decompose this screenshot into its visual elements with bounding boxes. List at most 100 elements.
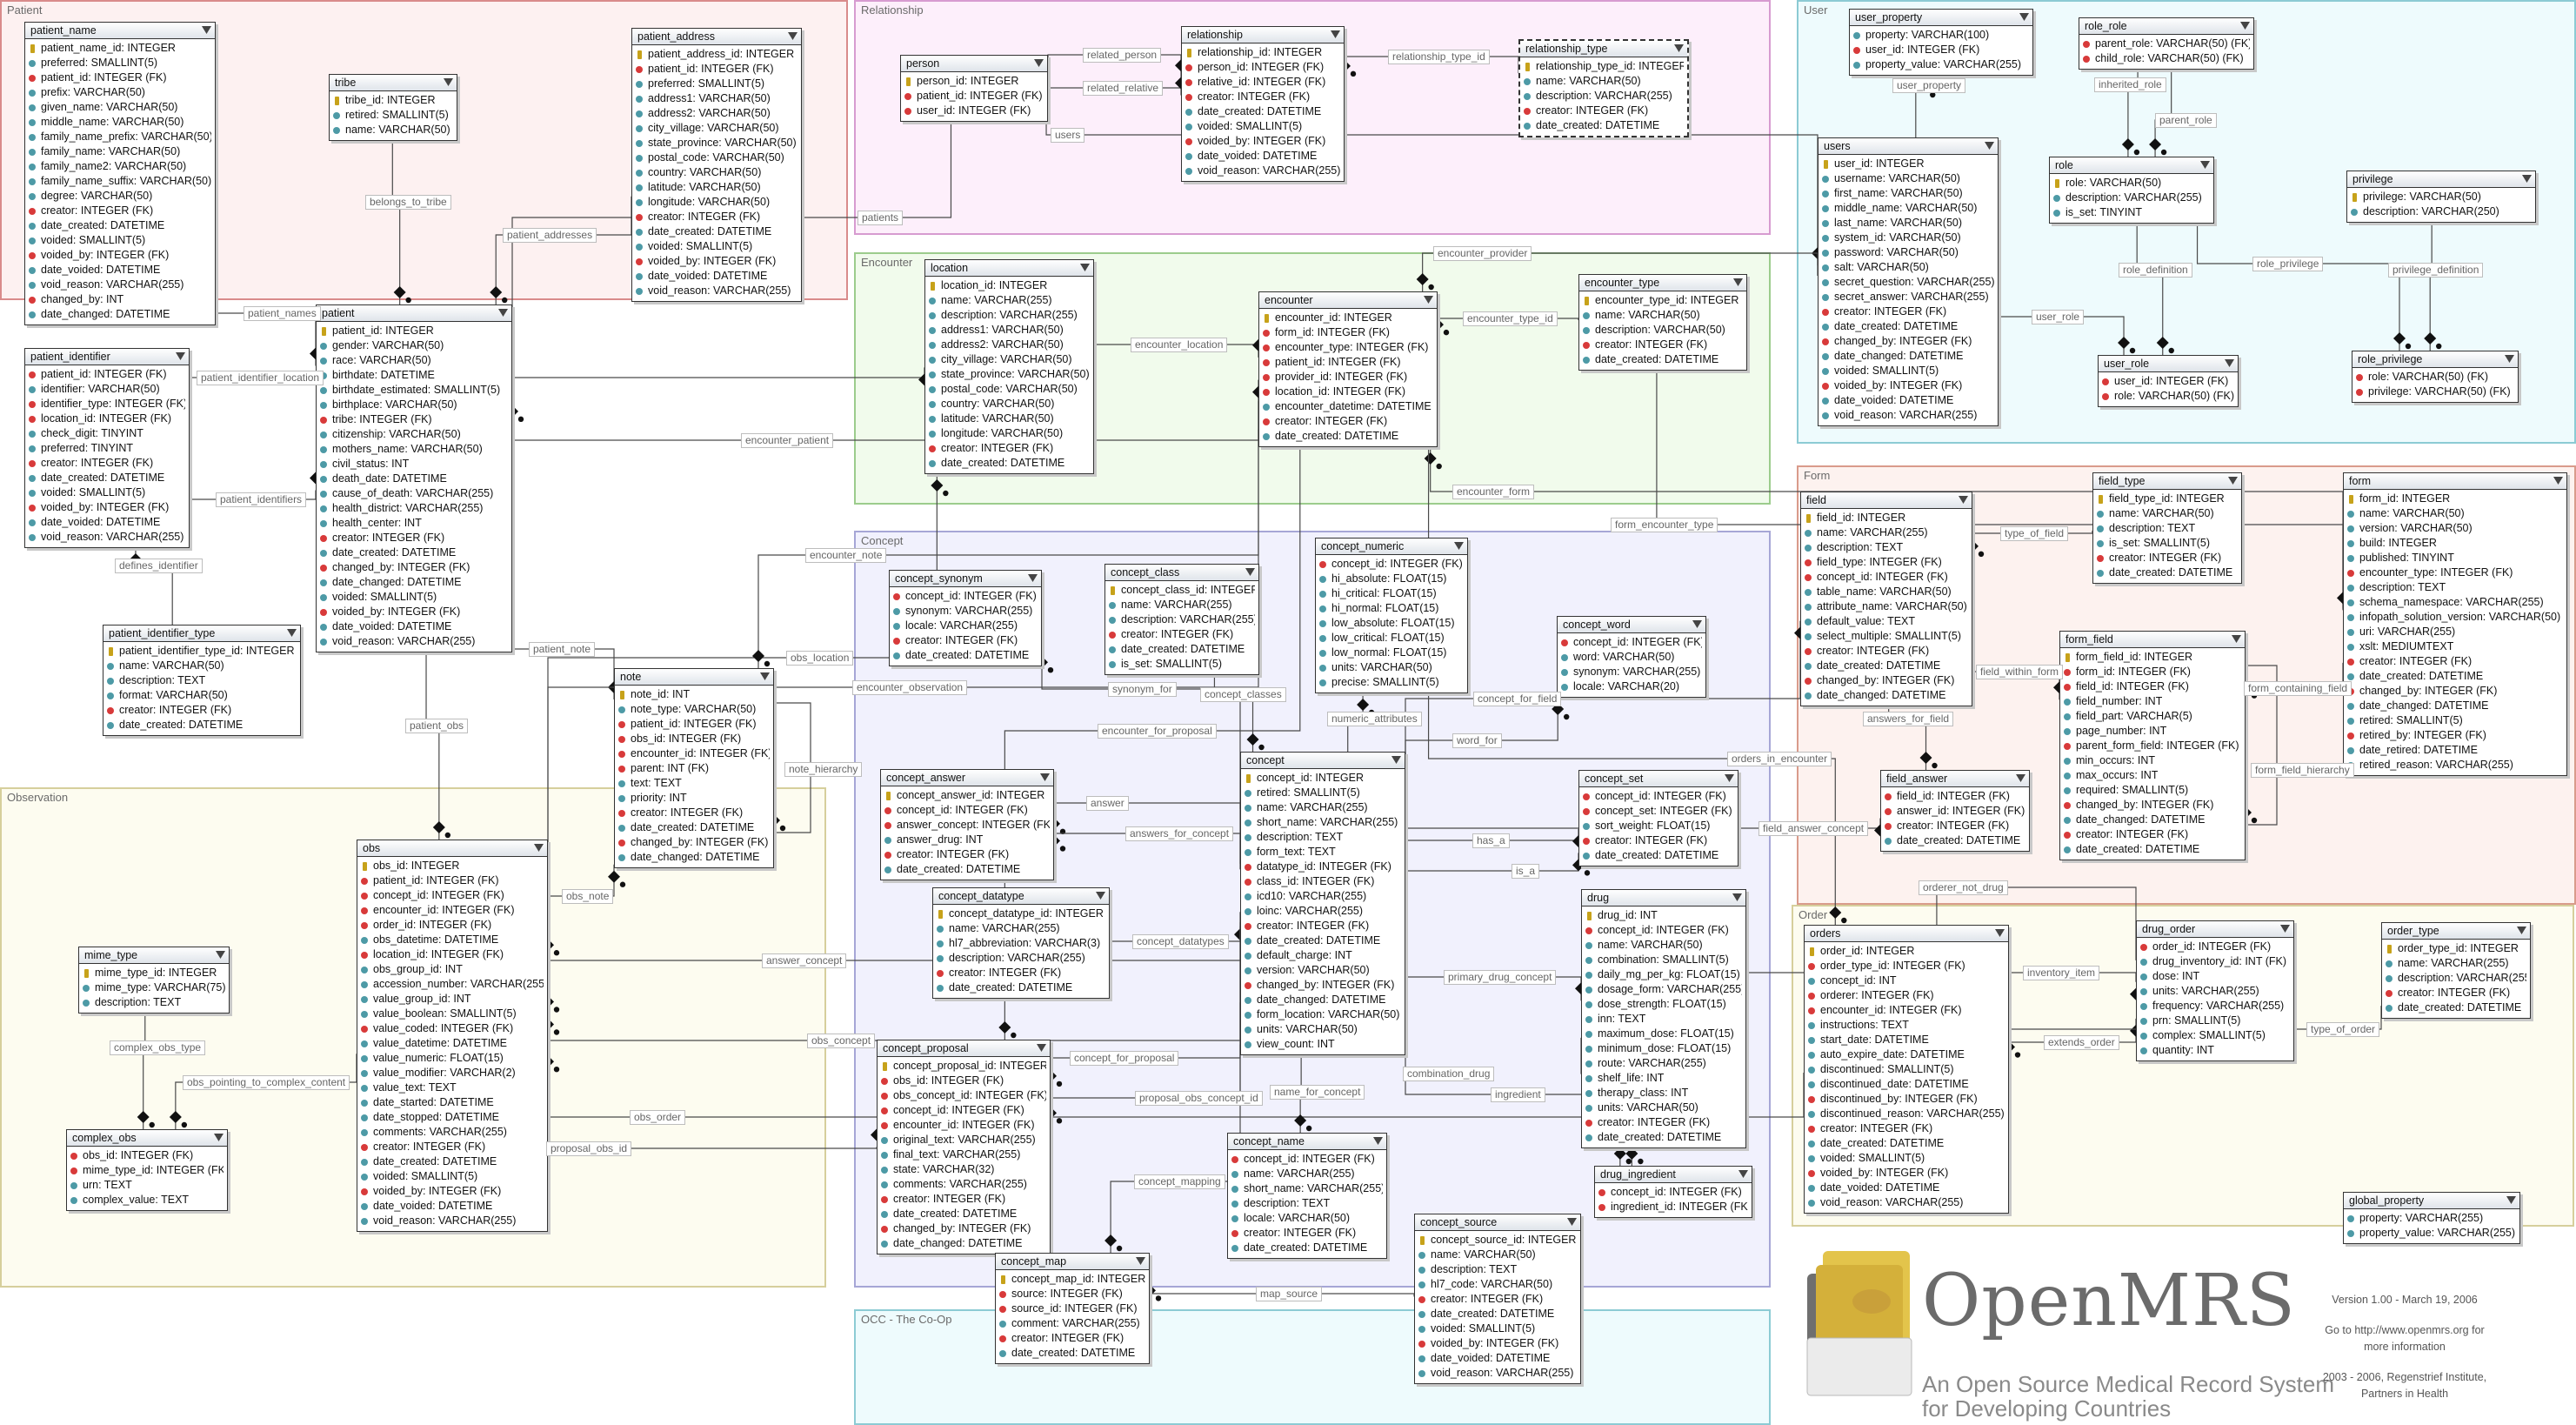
dropdown-arrow-icon[interactable] — [1391, 756, 1401, 764]
dropdown-arrow-icon[interactable] — [2280, 925, 2290, 933]
dropdown-arrow-icon[interactable] — [287, 629, 297, 637]
dropdown-arrow-icon[interactable] — [2200, 161, 2210, 169]
dropdown-arrow-icon[interactable] — [214, 1134, 224, 1141]
dropdown-arrow-icon[interactable] — [1674, 44, 1684, 52]
dropdown-arrow-icon[interactable] — [2225, 359, 2234, 367]
dropdown-arrow-icon[interactable] — [534, 844, 544, 852]
dropdown-arrow-icon[interactable] — [444, 78, 453, 86]
dropdown-arrow-icon[interactable] — [2228, 477, 2238, 485]
field-text: creator: INTEGER (FK) — [41, 204, 154, 217]
dropdown-arrow-icon[interactable] — [1725, 774, 1734, 782]
dropdown-arrow-icon[interactable] — [2522, 175, 2532, 183]
dropdown-arrow-icon[interactable] — [788, 32, 797, 40]
field-text: obs_datetime: DATETIME — [373, 933, 499, 946]
field-text: creator: INTEGER (FK) — [905, 634, 1018, 646]
dropdown-arrow-icon[interactable] — [1034, 59, 1044, 67]
dropdown-arrow-icon[interactable] — [1040, 773, 1050, 781]
dropdown-arrow-icon[interactable] — [1454, 542, 1464, 550]
dropdown-arrow-icon[interactable] — [1037, 1044, 1046, 1052]
dropdown-arrow-icon[interactable] — [2232, 635, 2241, 643]
dropdown-arrow-icon[interactable] — [176, 352, 185, 360]
dropdown-arrow-icon[interactable] — [1373, 1137, 1383, 1145]
field-text: text: TEXT — [631, 777, 682, 789]
dropdown-arrow-icon[interactable] — [2517, 927, 2526, 934]
dropdown-arrow-icon[interactable] — [1959, 496, 1968, 504]
dropdown-arrow-icon[interactable] — [1028, 574, 1038, 582]
dropdown-arrow-icon[interactable] — [2506, 1196, 2516, 1204]
dropdown-arrow-icon[interactable] — [202, 26, 211, 34]
dropdown-arrow-icon[interactable] — [1733, 278, 1743, 286]
dropdown-arrow-icon[interactable] — [1692, 620, 1702, 628]
dropdown-arrow-icon[interactable] — [1424, 296, 1433, 304]
dropdown-arrow-icon[interactable] — [2505, 355, 2514, 363]
column-icon — [1585, 941, 1592, 949]
dropdown-arrow-icon[interactable] — [2240, 22, 2250, 30]
field-text: date_changed: DATETIME — [2359, 699, 2489, 712]
dropdown-arrow-icon[interactable] — [1096, 892, 1105, 900]
dropdown-arrow-icon[interactable] — [1567, 1218, 1577, 1226]
dropdown-arrow-icon[interactable] — [1732, 893, 1742, 901]
table-field: creator: INTEGER (FK) — [884, 847, 1050, 862]
dropdown-arrow-icon[interactable] — [498, 309, 508, 317]
dropdown-arrow-icon[interactable] — [1136, 1257, 1145, 1265]
dropdown-arrow-icon[interactable] — [2016, 774, 2025, 782]
dropdown-arrow-icon[interactable] — [1985, 142, 1994, 150]
dropdown-arrow-icon[interactable] — [1738, 1170, 1748, 1178]
dropdown-arrow-icon[interactable] — [1245, 568, 1255, 576]
dropdown-arrow-icon[interactable] — [216, 951, 225, 959]
dropdown-arrow-icon[interactable] — [1995, 929, 2005, 937]
dropdown-arrow-icon[interactable] — [760, 672, 770, 680]
field-text: drug_inventory_id: INT (FK) — [2152, 955, 2286, 967]
dropdown-arrow-icon[interactable] — [1080, 264, 1090, 271]
dropdown-arrow-icon[interactable] — [2553, 477, 2563, 485]
dropdown-arrow-icon[interactable] — [1331, 30, 1340, 38]
dropdown-arrow-icon[interactable] — [2019, 13, 2029, 21]
